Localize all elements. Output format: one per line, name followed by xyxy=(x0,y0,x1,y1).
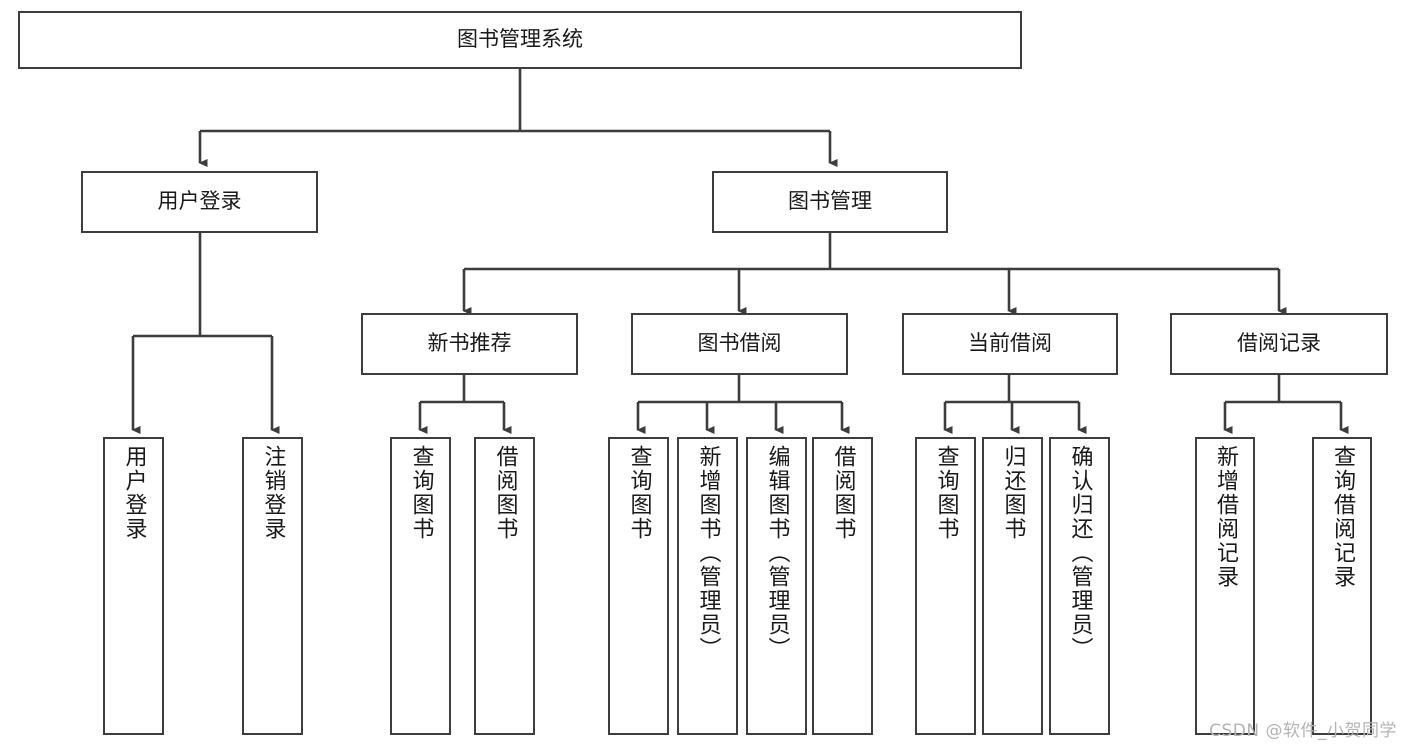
node-root[interactable]: 图书管理系统 xyxy=(18,11,1022,69)
node-leaf-add-record-label: 新增借阅记录 xyxy=(1213,445,1238,589)
node-leaf-return-book[interactable]: 归还图书 xyxy=(982,437,1043,735)
node-leaf-add-record[interactable]: 新增借阅记录 xyxy=(1195,437,1255,735)
node-current-borrow[interactable]: 当前借阅 xyxy=(902,313,1118,375)
node-leaf-add-book-label: 新增图书（管理员） xyxy=(695,445,721,661)
node-leaf-query-book-1[interactable]: 查询图书 xyxy=(390,437,451,735)
node-leaf-query-record[interactable]: 查询借阅记录 xyxy=(1312,437,1372,735)
node-leaf-borrow-book-2[interactable]: 借阅图书 xyxy=(812,437,873,735)
node-leaf-query-book-3-label: 查询图书 xyxy=(933,445,959,541)
node-user-login-label: 用户登录 xyxy=(157,189,242,214)
node-leaf-user-login-label: 用户登录 xyxy=(121,445,147,541)
node-leaf-confirm-return[interactable]: 确认归还（管理员） xyxy=(1049,437,1110,735)
node-borrow-record-label: 借阅记录 xyxy=(1237,331,1321,356)
node-book-borrow-label: 图书借阅 xyxy=(697,331,782,356)
node-leaf-user-login[interactable]: 用户登录 xyxy=(103,437,164,735)
node-book-management-label: 图书管理 xyxy=(788,189,872,214)
node-book-management[interactable]: 图书管理 xyxy=(712,171,948,233)
node-leaf-query-book-2[interactable]: 查询图书 xyxy=(608,437,669,735)
node-new-book-recommend-label: 新书推荐 xyxy=(427,331,512,356)
node-leaf-user-logout[interactable]: 注销登录 xyxy=(242,437,303,735)
node-current-borrow-label: 当前借阅 xyxy=(968,331,1052,356)
node-leaf-borrow-book-2-label: 借阅图书 xyxy=(830,445,856,541)
node-leaf-borrow-book-1[interactable]: 借阅图书 xyxy=(474,437,535,735)
node-new-book-recommend[interactable]: 新书推荐 xyxy=(361,313,578,375)
node-root-label: 图书管理系统 xyxy=(457,27,583,52)
watermark-text: CSDN @软件_小贺同学 xyxy=(1209,721,1397,741)
node-leaf-return-book-label: 归还图书 xyxy=(1000,445,1026,541)
node-leaf-query-book-1-label: 查询图书 xyxy=(408,445,434,541)
node-leaf-edit-book[interactable]: 编辑图书（管理员） xyxy=(746,437,807,735)
node-leaf-confirm-return-label: 确认归还（管理员） xyxy=(1067,445,1093,661)
node-leaf-edit-book-label: 编辑图书（管理员） xyxy=(764,445,790,661)
node-user-login[interactable]: 用户登录 xyxy=(81,171,318,233)
node-leaf-borrow-book-1-label: 借阅图书 xyxy=(492,445,518,541)
node-leaf-query-book-2-label: 查询图书 xyxy=(626,445,652,541)
node-borrow-record[interactable]: 借阅记录 xyxy=(1170,313,1388,375)
node-leaf-query-record-label: 查询借阅记录 xyxy=(1330,445,1355,589)
node-leaf-query-book-3[interactable]: 查询图书 xyxy=(915,437,976,735)
node-leaf-user-logout-label: 注销登录 xyxy=(260,445,286,541)
node-leaf-add-book[interactable]: 新增图书（管理员） xyxy=(677,437,738,735)
node-book-borrow[interactable]: 图书借阅 xyxy=(631,313,848,375)
